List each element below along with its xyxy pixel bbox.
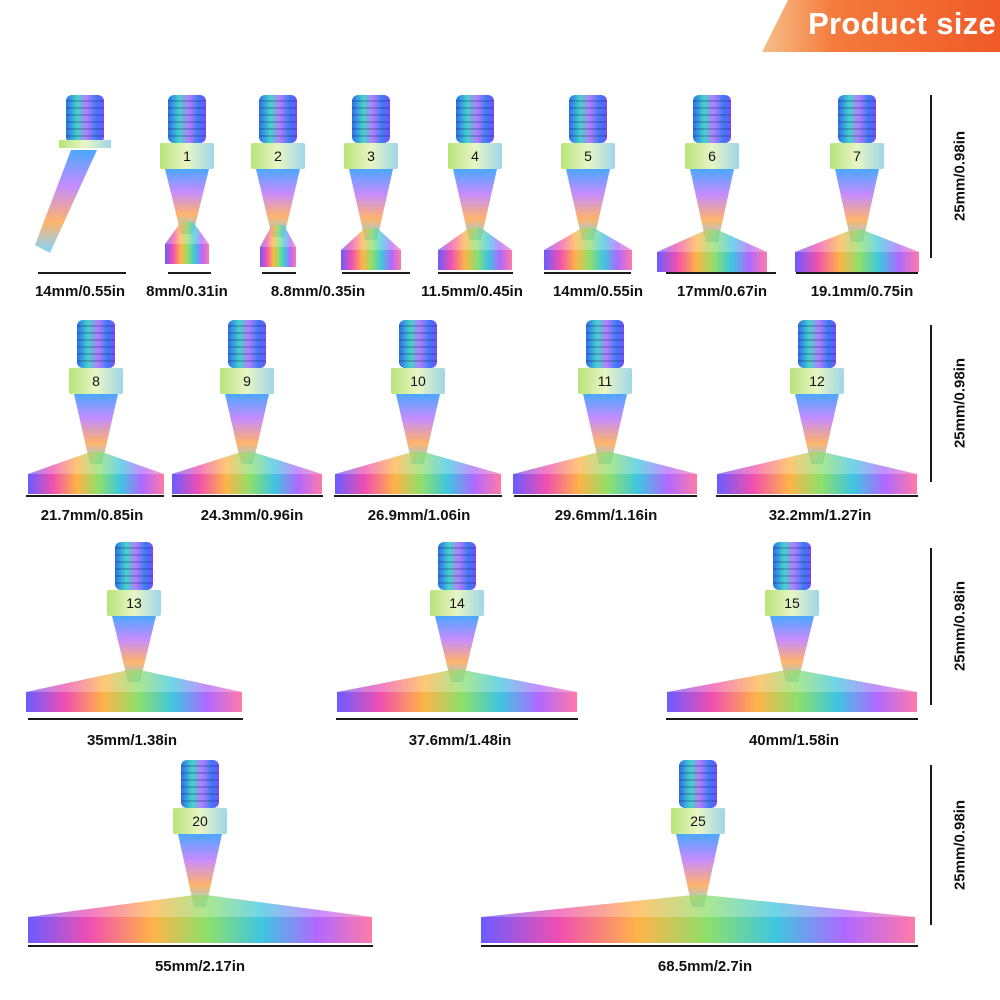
width-label: 8.8mm/0.35in [270, 283, 366, 300]
tip-number-badge: 8 [92, 373, 100, 389]
width-measure-line [514, 495, 697, 497]
width-measure-line [38, 272, 126, 274]
width-label: 40mm/1.58in [748, 732, 840, 749]
width-measure-line [336, 718, 578, 720]
width-label: 8mm/0.31in [146, 283, 228, 300]
tip-number-badge: 15 [784, 595, 800, 611]
tip-number-badge: 2 [274, 148, 282, 164]
width-measure-line [666, 718, 918, 720]
width-measure-line [481, 945, 918, 947]
height-measure-line [930, 325, 932, 482]
height-measure-line [930, 765, 932, 925]
tip-number-badge: 13 [126, 595, 142, 611]
tip-number-badge: 6 [708, 148, 716, 164]
height-label: 25mm/0.98in [951, 580, 969, 672]
width-measure-line [716, 495, 918, 497]
width-measure-line [26, 495, 164, 497]
width-measure-line [28, 718, 243, 720]
tip-number-badge: 3 [367, 148, 375, 164]
width-measure-line [262, 272, 296, 274]
width-label: 29.6mm/1.16in [554, 507, 658, 524]
width-measure-line [544, 272, 631, 274]
width-label: 14mm/0.55in [552, 283, 644, 300]
width-label: 55mm/2.17in [154, 958, 246, 975]
height-label: 25mm/0.98in [951, 799, 969, 891]
tip-number-badge: 20 [192, 813, 208, 829]
banner-shape [762, 0, 1000, 52]
height-measure-line [930, 548, 932, 705]
width-label: 35mm/1.38in [86, 732, 178, 749]
height-label: 25mm/0.98in [951, 130, 969, 222]
width-label: 24.3mm/0.96in [200, 507, 304, 524]
width-measure-line [342, 272, 410, 274]
height-label: 25mm/0.98in [951, 357, 969, 449]
tip-number-badge: 12 [809, 373, 825, 389]
banner-title: Product size [808, 6, 996, 41]
width-label: 11.5mm/0.45in [421, 283, 523, 300]
tip-number-badge: 25 [690, 813, 706, 829]
width-label: 26.9mm/1.06in [367, 507, 471, 524]
tip-number-badge: 7 [853, 148, 861, 164]
width-label: 32.2mm/1.27in [768, 507, 872, 524]
width-label: 37.6mm/1.48in [408, 732, 512, 749]
width-label: 21.7mm/0.85in [40, 507, 144, 524]
tip-number-badge: 11 [597, 373, 613, 389]
tip-number-badge: 5 [584, 148, 592, 164]
tip-number-badge: 1 [183, 148, 191, 164]
width-label: 19.1mm/0.75in [810, 283, 914, 300]
width-measure-line [28, 945, 373, 947]
width-measure-line [666, 272, 776, 274]
width-measure-line [172, 495, 323, 497]
tip-number-badge: 9 [243, 373, 251, 389]
width-measure-line [168, 272, 211, 274]
product-size-banner: Product size [0, 0, 1000, 60]
tip-number-badge: 14 [449, 595, 465, 611]
width-label: 68.5mm/2.7in [657, 958, 753, 975]
width-measure-line [334, 495, 502, 497]
width-label: 17mm/0.67in [676, 283, 768, 300]
tip-number-badge: 4 [471, 148, 479, 164]
width-label: 14mm/0.55in [34, 283, 126, 300]
width-measure-line [796, 272, 918, 274]
height-measure-line [930, 95, 932, 258]
tip-number-badge: 10 [410, 373, 426, 389]
width-measure-line [438, 272, 513, 274]
